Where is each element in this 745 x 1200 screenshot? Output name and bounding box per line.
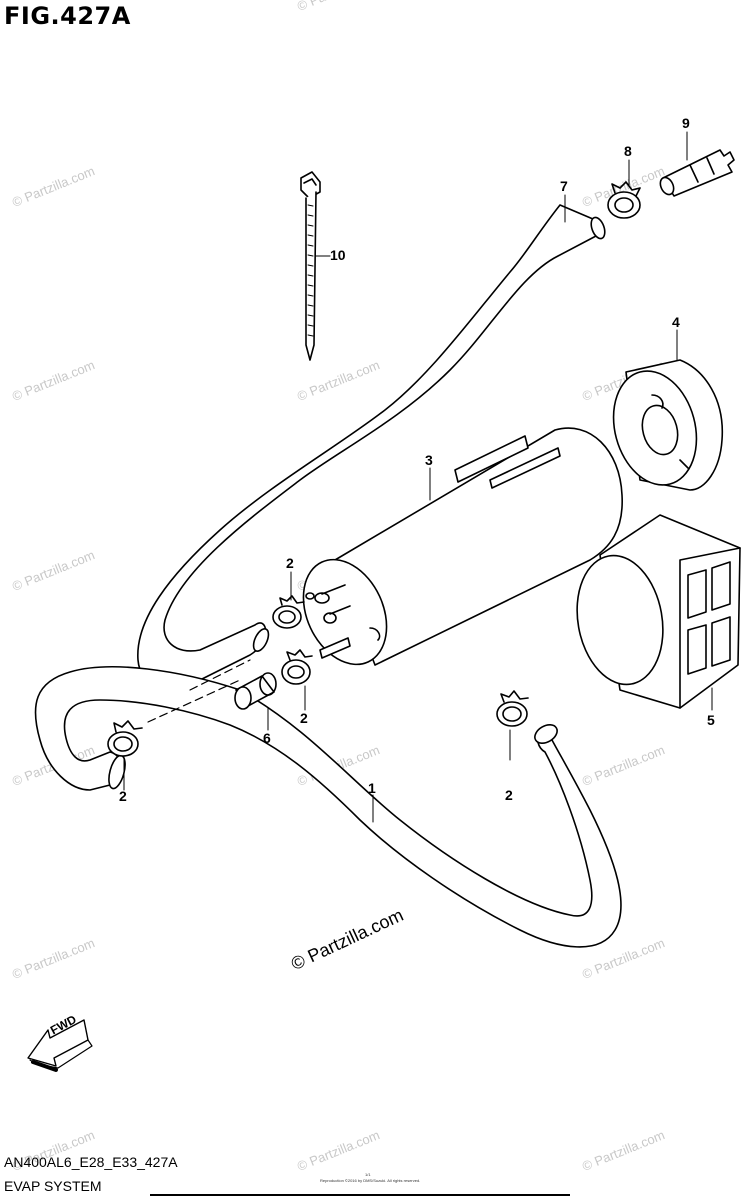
plug-part-6[interactable]	[234, 672, 277, 710]
callout-2: 2	[505, 787, 513, 803]
page-number: 1/1	[365, 1172, 371, 1177]
leader-lines	[123, 131, 713, 823]
callout-2: 2	[300, 710, 308, 726]
callout-2: 2	[286, 555, 294, 571]
hose-clamp-part-2d[interactable]	[496, 690, 529, 727]
cap-part-4[interactable]	[601, 359, 724, 494]
hose-clamp-part-2a[interactable]	[272, 595, 305, 629]
callout-2: 2	[119, 788, 127, 804]
bracket-part-5[interactable]	[567, 514, 741, 709]
hose-clamp-part-2b[interactable]	[281, 649, 313, 685]
callout-7: 7	[560, 178, 568, 194]
callout-3: 3	[425, 452, 433, 468]
cable-tie-part-10[interactable]	[300, 171, 321, 361]
bottom-rule	[150, 1194, 570, 1196]
callout-10: 10	[330, 247, 346, 263]
figure-code: AN400AL6_E28_E33_427A	[4, 1154, 178, 1170]
connector-part-9[interactable]	[658, 149, 735, 197]
callout-5: 5	[707, 712, 715, 728]
hose-clamp-part-8[interactable]	[607, 181, 641, 219]
callout-4: 4	[672, 314, 680, 330]
callout-9: 9	[682, 115, 690, 131]
copyright-text: Reproduction ©2016 by DMS/Suzuki. All ri…	[320, 1178, 421, 1183]
hose-part-1[interactable]	[34, 666, 622, 948]
figure-name: EVAP SYSTEM	[4, 1178, 102, 1194]
canister-part-3[interactable]	[287, 427, 623, 678]
fwd-arrow-icon	[27, 1019, 93, 1072]
hose-clamp-part-2c[interactable]	[107, 720, 143, 757]
figure-title: FIG.427A	[4, 2, 131, 30]
callout-6: 6	[263, 730, 271, 746]
hose-part-7[interactable]	[137, 204, 608, 690]
callout-1: 1	[368, 780, 376, 796]
callout-8: 8	[624, 143, 632, 159]
